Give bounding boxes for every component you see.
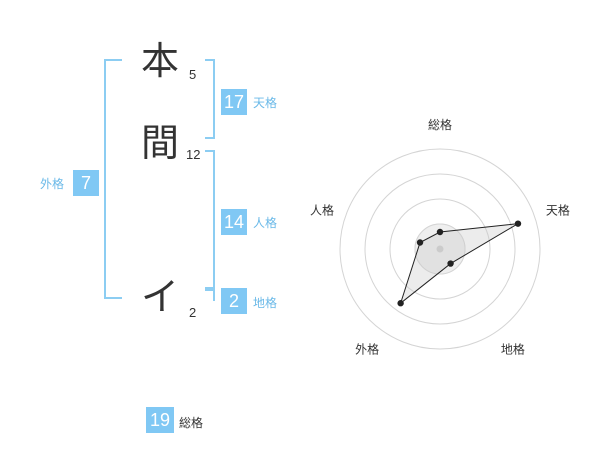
radar-axis-label-2: 天格 (546, 203, 570, 218)
radar-axis-label-5: 人格 (310, 203, 334, 218)
gaikaku-label: 外格 (40, 177, 65, 191)
stroke-count-1: 5 (189, 67, 197, 82)
radar-point-3 (447, 260, 454, 267)
radar-grid-ring (364, 173, 516, 325)
gaikaku-value: 7 (73, 170, 99, 196)
soukaku-value: 19 (146, 407, 174, 433)
radar-grid-ring (389, 198, 491, 300)
name-char-1: 本 (141, 39, 180, 83)
radar-axis-label-4: 外格 (355, 341, 379, 356)
stroke-count-2: 12 (186, 147, 201, 162)
radar-axis-label-3: 地格 (501, 341, 525, 356)
jinkaku-bracket (205, 150, 215, 289)
radar-grid-ring (339, 148, 541, 350)
jinkaku-value: 14 (221, 209, 247, 235)
name-char-2: 間 (141, 121, 180, 165)
radar-point-5 (416, 239, 424, 246)
radar-data-polygon (399, 223, 519, 305)
tenkaku-value: 17 (221, 89, 247, 115)
radar-axis-label-1: 総格 (428, 117, 452, 132)
radar-center-dot (436, 245, 444, 253)
chikaku-label: 地格 (253, 296, 278, 310)
radar-point-4 (397, 300, 404, 307)
gaikaku-bracket (104, 59, 122, 299)
radar-point-2 (514, 220, 522, 227)
jinkaku-label: 人格 (253, 216, 278, 230)
chikaku-bracket (205, 289, 215, 301)
stroke-count-3: 2 (189, 305, 197, 320)
radar-point-1 (436, 228, 444, 236)
chikaku-value: 2 (221, 288, 247, 314)
tenkaku-bracket (205, 59, 215, 139)
name-char-3: イ (141, 275, 180, 319)
tenkaku-label: 天格 (253, 96, 278, 110)
soukaku-label: 総格 (179, 416, 204, 430)
